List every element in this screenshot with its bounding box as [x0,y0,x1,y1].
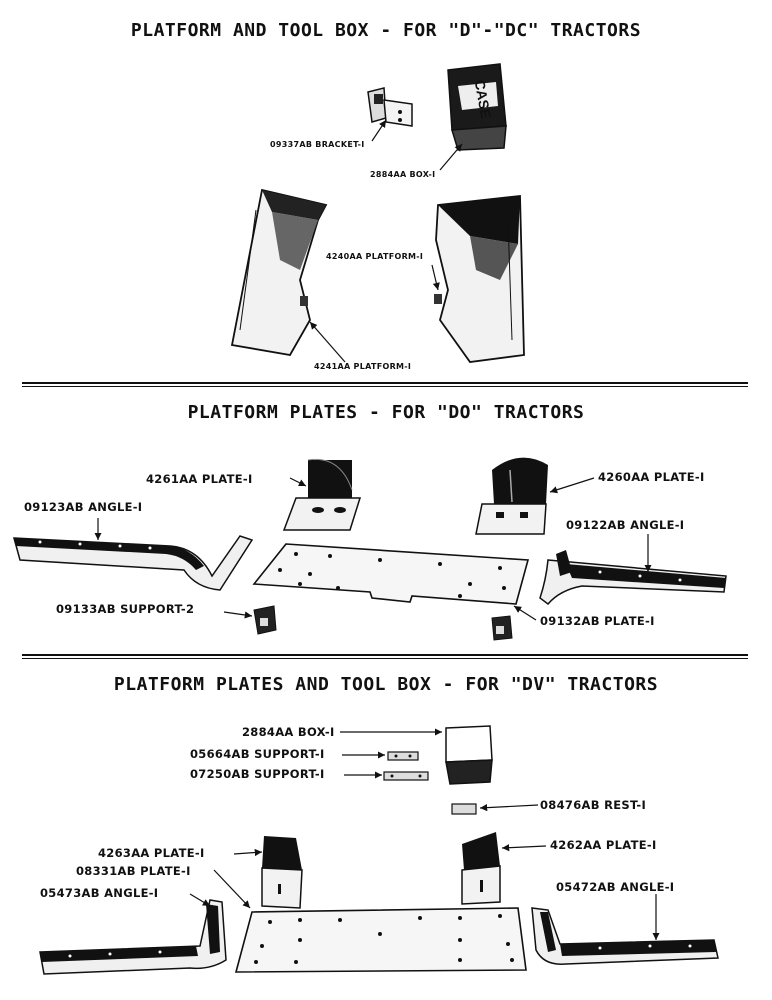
part-label-09337ab: 09337AB BRACKET-I [270,140,365,149]
part-label-4263aa: 4263AA PLATE-I [98,846,205,860]
tool-box-brand-text: CASE [472,79,495,120]
section-divider-1 [22,382,748,387]
support-small-drawing [491,615,513,641]
section-3-title: PLATFORM PLATES AND TOOL BOX - FOR "DV" … [113,674,659,695]
angle-09122ab-drawing [539,550,727,606]
angle-05472ab-drawing [531,907,719,965]
part-label-09122ab: 09122AB ANGLE-I [566,518,685,532]
section-divider-2 [22,654,748,659]
plate-09132ab-drawing [252,543,530,605]
part-label-4262aa: 4262AA PLATE-I [550,838,657,852]
part-label-05473ab: 05473AB ANGLE-I [40,886,159,900]
part-label-05664ab: 05664AB SUPPORT-I [190,747,325,761]
part-label-2884aa-dv: 2884AA BOX-I [242,725,335,739]
angle-09123ab-drawing [13,535,254,591]
angle-05473ab-drawing [39,899,227,975]
part-label-4260aa: 4260AA PLATE-I [598,470,705,484]
plate-4262aa-drawing [461,832,501,905]
part-label-08331ab: 08331AB PLATE-I [76,864,191,878]
plate-4263aa-drawing [261,836,303,909]
bracket-09337ab-drawing [367,87,413,127]
part-label-4261aa: 4261AA PLATE-I [146,472,253,486]
tool-box-dv-drawing [445,725,493,785]
part-label-2884aa: 2884AA BOX-I [370,170,436,179]
part-label-09123ab: 09123AB ANGLE-I [24,500,143,514]
part-label-09132ab: 09132AB PLATE-I [540,614,655,628]
support-05664ab-drawing [387,751,419,761]
part-label-05472ab: 05472AB ANGLE-I [556,880,675,894]
plate-4261aa-drawing [282,458,362,531]
support-09133ab-drawing [253,605,277,635]
section-1-title: PLATFORM AND TOOL BOX - FOR "D"-"DC" TRA… [130,20,642,41]
part-label-08476ab: 08476AB REST-I [540,798,647,812]
part-label-4240aa: 4240AA PLATFORM-I [326,252,424,261]
section-2-title: PLATFORM PLATES - FOR "DO" TRACTORS [187,402,585,423]
platform-4240aa-drawing [434,194,525,363]
platform-4241aa-drawing [230,188,328,356]
part-label-09133ab: 09133AB SUPPORT-2 [56,602,195,616]
rest-08476ab-drawing [451,803,477,815]
support-07250ab-drawing [383,771,429,781]
plate-08331ab-drawing [234,907,527,973]
plate-4260aa-drawing [475,457,548,535]
part-label-4241aa: 4241AA PLATFORM-I [314,362,412,371]
part-label-07250ab: 07250AB SUPPORT-I [190,767,325,781]
tool-box-2884aa-drawing: CASE [447,63,507,151]
